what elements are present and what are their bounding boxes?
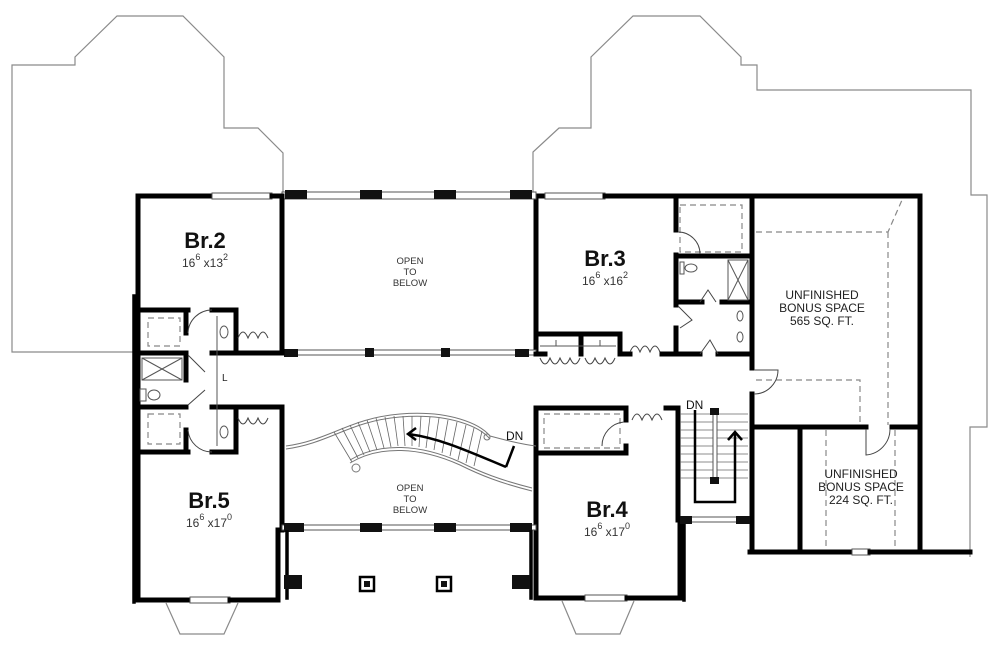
dimension-separator: x <box>207 516 214 530</box>
depth-feet: 17 <box>213 516 228 530</box>
open-to-below-lower: OPEN TO BELOW <box>380 483 440 516</box>
bay-windows <box>165 600 635 635</box>
bonus-space-565: UNFINISHED BONUS SPACE 565 SQ. FT. <box>772 289 872 328</box>
room-dimensions: 166 x132 <box>168 252 242 270</box>
note-line: 565 SQ. FT. <box>789 314 855 328</box>
dimension-separator: x <box>605 525 612 539</box>
room-br4: Br.4 166 x170 <box>570 497 644 539</box>
note-line: 224 SQ. FT. <box>828 493 894 507</box>
open-to-below-upper: OPEN TO BELOW <box>380 256 440 289</box>
br4-and-stair <box>533 405 754 524</box>
depth-inches: 0 <box>227 512 233 522</box>
depth-feet: 16 <box>609 274 624 288</box>
width-inches: 6 <box>199 512 205 522</box>
depth-inches: 2 <box>223 252 229 262</box>
note-line: BELOW <box>392 278 428 289</box>
dimension-separator: x <box>203 256 210 270</box>
room-br5: Br.5 166 x170 <box>172 488 246 530</box>
note-line: BONUS SPACE <box>818 480 904 494</box>
roof-outline-left <box>11 15 284 353</box>
room-dimensions: 166 x162 <box>568 270 642 288</box>
note-line: UNFINISHED <box>824 467 898 481</box>
depth-feet: 17 <box>611 525 626 539</box>
note-line: UNFINISHED <box>785 288 859 302</box>
note-line: OPEN <box>396 256 424 267</box>
room-br3: Br.3 166 x162 <box>568 246 642 288</box>
room-name: Br.3 <box>584 246 626 271</box>
note-line: TO <box>403 494 417 505</box>
roof-outline-right <box>532 15 988 557</box>
room-name: Br.5 <box>188 488 230 513</box>
exterior-walls <box>132 192 973 604</box>
room-name: Br.4 <box>586 497 628 522</box>
curved-stair-down-label: DN <box>506 429 524 443</box>
width-feet: 16 <box>181 256 196 270</box>
depth-inches: 0 <box>625 521 631 531</box>
depth-feet: 13 <box>209 256 224 270</box>
linen-closet-label: L <box>222 373 228 384</box>
bonus-565-area <box>749 199 923 555</box>
bonus-space-224: UNFINISHED BONUS SPACE 224 SQ. FT. <box>806 468 916 507</box>
room-dimensions: 166 x170 <box>172 512 246 530</box>
dimension-separator: x <box>603 274 610 288</box>
width-inches: 6 <box>597 521 603 531</box>
lower-gallery <box>279 407 539 601</box>
curved-staircase <box>285 412 537 492</box>
note-line: TO <box>403 267 417 278</box>
width-inches: 6 <box>195 252 201 262</box>
note-line: BONUS SPACE <box>779 301 865 315</box>
width-feet: 16 <box>583 525 598 539</box>
room-dimensions: 166 x170 <box>570 521 644 539</box>
note-line: BELOW <box>392 505 428 516</box>
room-name: Br.2 <box>184 228 226 253</box>
depth-inches: 2 <box>623 270 629 280</box>
left-bath-block <box>135 193 285 455</box>
width-inches: 6 <box>595 270 601 280</box>
right-bath-block <box>533 193 755 365</box>
width-feet: 16 <box>581 274 596 288</box>
note-line: OPEN <box>396 483 424 494</box>
room-br2: Br.2 166 x132 <box>168 228 242 270</box>
straight-stair-down-label: DN <box>686 398 704 412</box>
width-feet: 16 <box>185 516 200 530</box>
